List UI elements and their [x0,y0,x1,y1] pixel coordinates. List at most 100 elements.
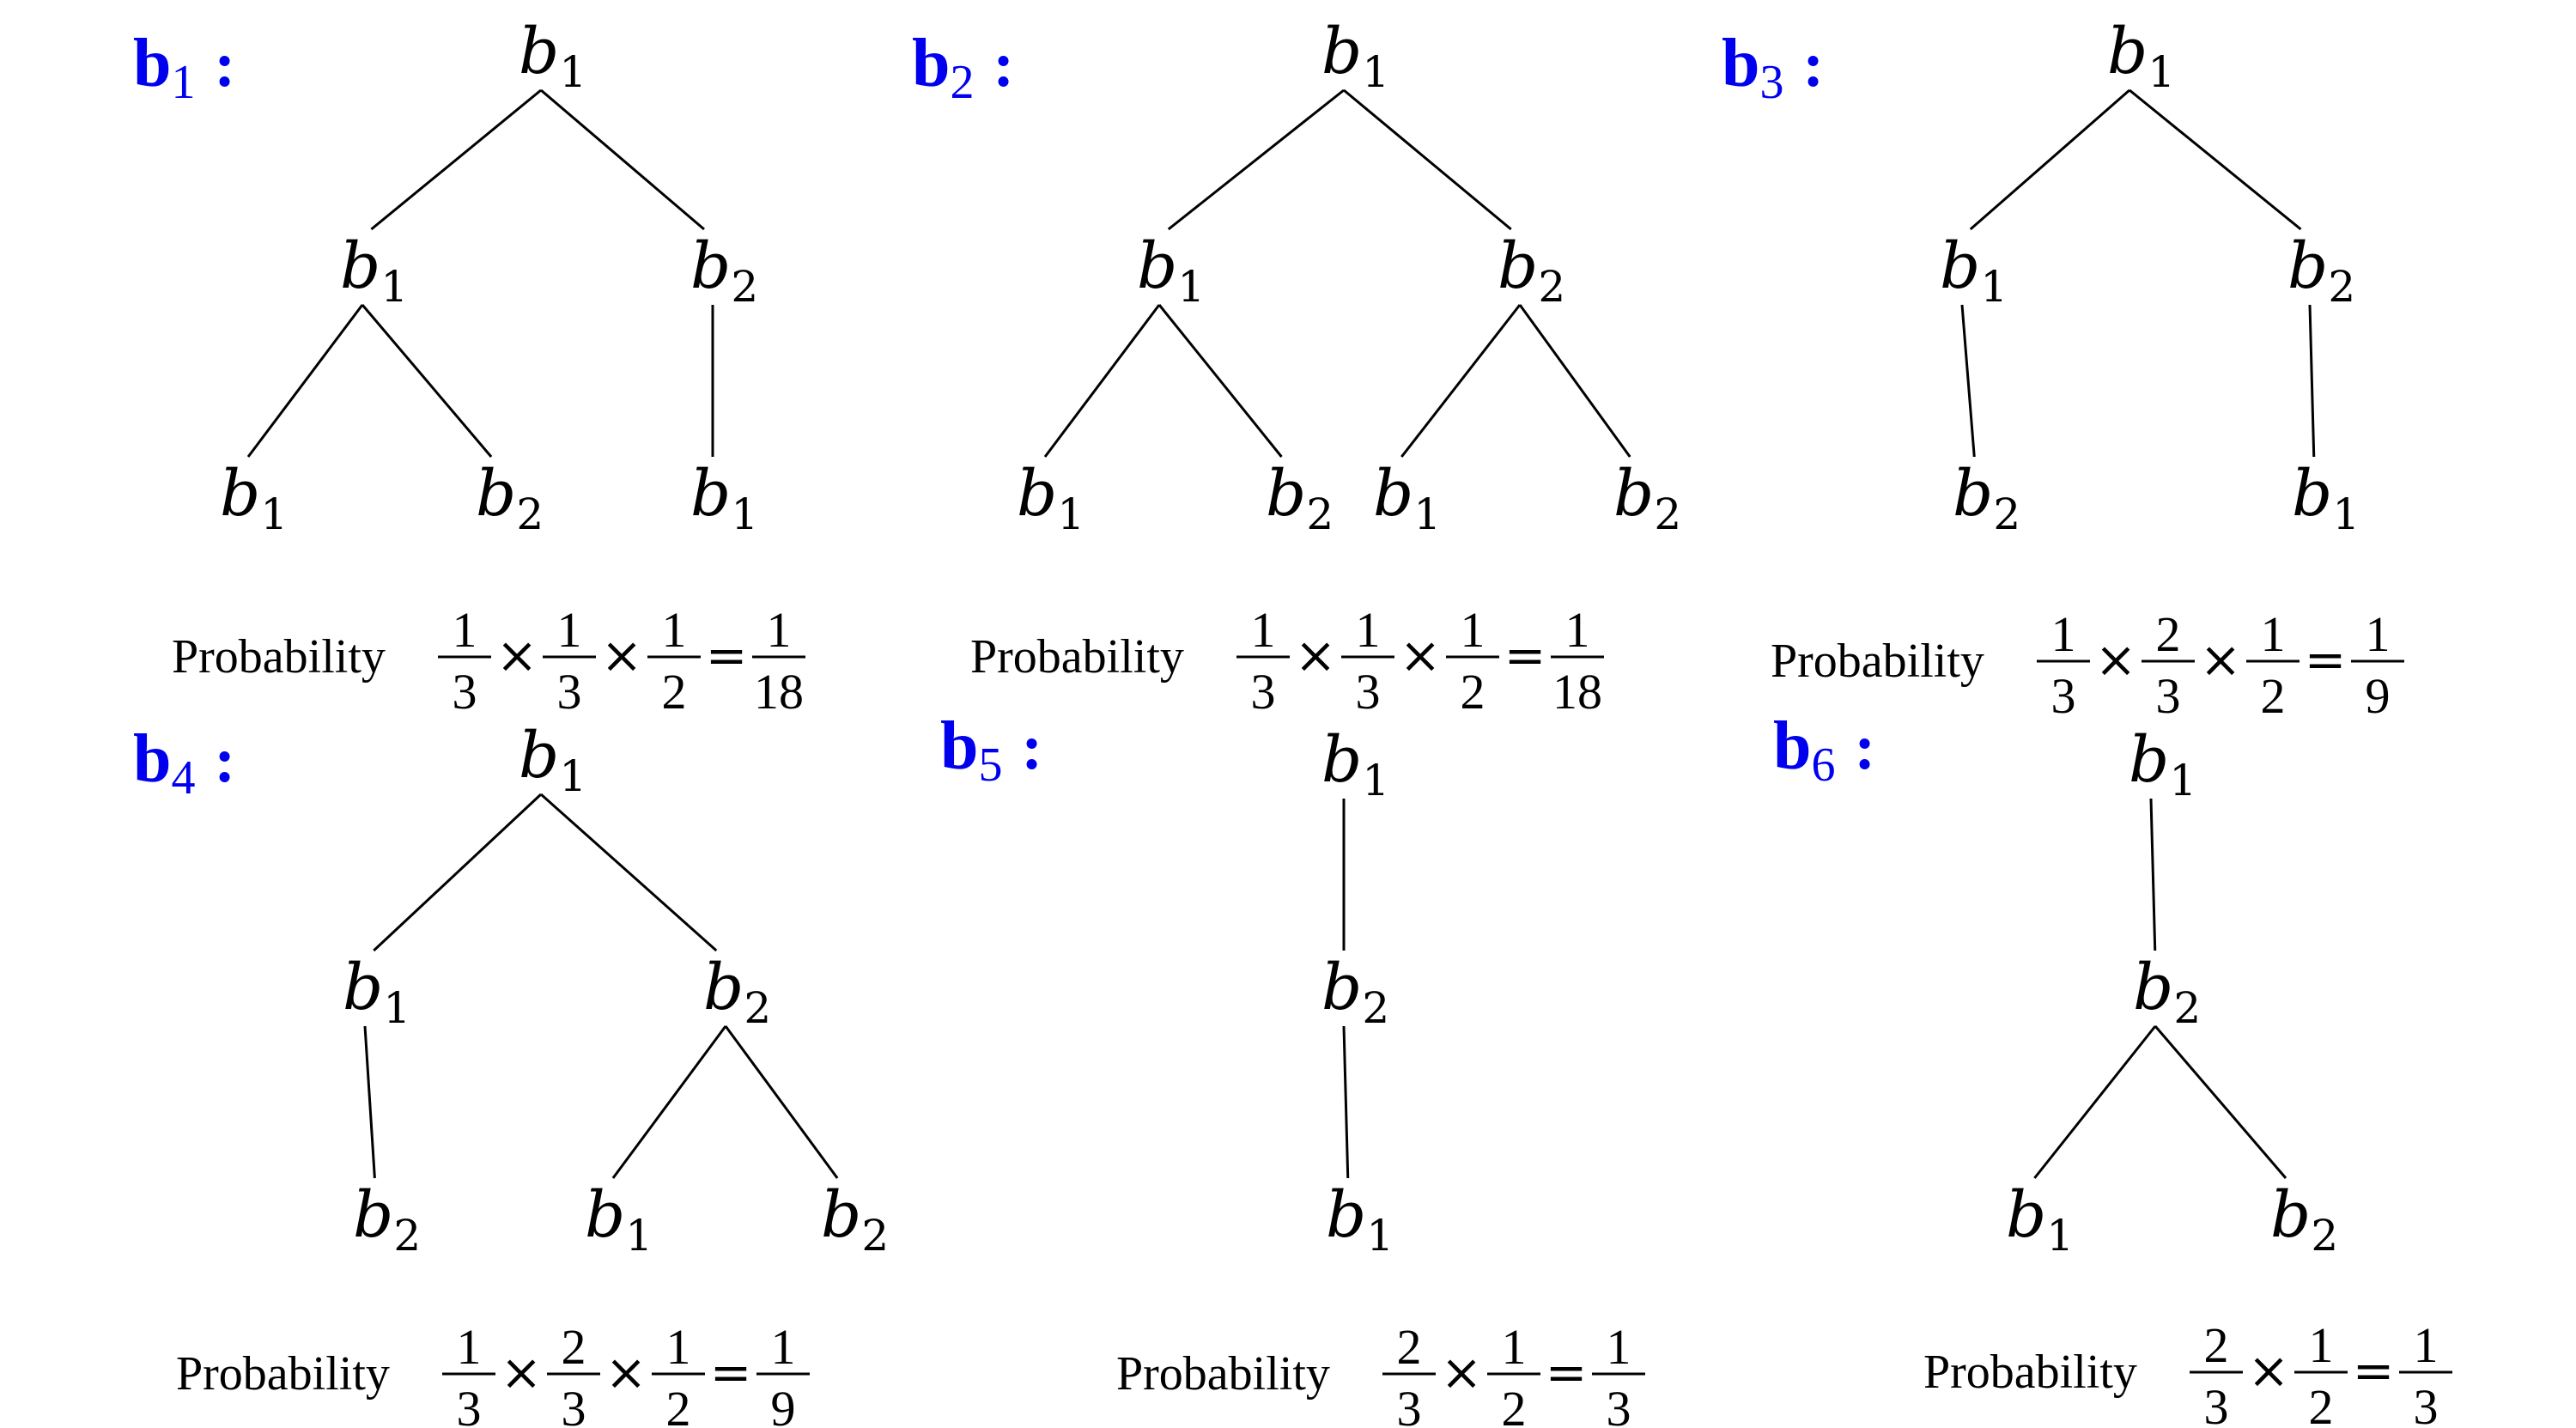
tree-label: b2: [912,26,1014,109]
fraction-denominator: 2 [1461,664,1485,720]
fraction-numerator: 1 [557,602,582,658]
fraction-denominator: 3 [557,664,582,720]
probability-factor: 23 [547,1319,600,1428]
tree-edge [2129,88,2302,231]
times-sign: × [501,1343,543,1401]
node-symbol: b [2107,15,2148,88]
fraction-numerator: 1 [2051,606,2076,662]
times-sign: × [1441,1343,1483,1401]
node-index: 1 [559,47,586,97]
probability-factor: 13 [438,602,491,720]
node-symbol: b [2292,457,2332,531]
fraction-numerator: 1 [767,602,792,658]
node-index: 1 [731,489,758,539]
tree-edge [2149,798,2157,951]
node-index: 2 [1362,983,1389,1033]
tree-node: b1 [690,457,758,539]
times-sign: × [2095,630,2137,689]
tree-edge [611,1025,727,1179]
tree-node: b2 [703,951,771,1033]
node-index: 1 [1413,489,1441,539]
node-index: 1 [2046,1211,2074,1261]
tree-label: b3: [1722,26,1824,109]
node-index: 1 [1366,1211,1394,1261]
tree-node: b1 [1017,457,1084,539]
node-symbol: b [2133,951,2173,1024]
tree-node: b2 [1613,457,1681,539]
node-index: 2 [2173,983,2201,1033]
node-index: 2 [731,262,758,312]
fraction-numerator: 1 [1607,1319,1631,1375]
tree-label: b6: [1773,708,1875,792]
node-index: 2 [2328,262,2355,312]
node-index: 2 [1654,489,1681,539]
times-sign: × [1400,626,1442,684]
tree-label-index: 6 [1812,738,1836,792]
fraction-numerator: 1 [1502,1319,1527,1375]
tree-edge [373,793,543,952]
tree-edge [370,88,542,231]
node-symbol: b [519,719,559,793]
tree-node: b2 [353,1178,421,1261]
node-symbol: b [1373,457,1413,531]
node-symbol: b [703,951,744,1024]
tree-edge [1960,304,1976,458]
tree-node: b2 [2287,229,2355,312]
fraction-denominator: 3 [1356,664,1381,720]
fraction-denominator: 3 [562,1381,586,1428]
tree-edge [2033,1025,2157,1179]
node-symbol: b [821,1178,861,1252]
node-symbol: b [1326,1178,1366,1252]
node-index: 1 [383,983,410,1033]
fraction-numerator: 1 [666,1319,691,1375]
node-symbol: b [1266,457,1306,531]
fraction-denominator: 9 [2366,668,2391,724]
node-symbol: b [340,229,380,303]
tree-edge [361,304,493,458]
tree-node: b1 [519,719,586,801]
node-symbol: b [519,15,559,88]
probability-factor: 12 [1487,1319,1540,1428]
tree-node: b1 [220,457,288,539]
tree-node: b1 [2292,457,2360,539]
tree-label: b4: [133,721,235,805]
tree-node: b1 [519,15,586,97]
node-index: 1 [625,1211,653,1261]
probability-word: Probability [1116,1347,1330,1401]
tree-label-colon: : [1803,30,1825,100]
times-sign: × [2248,1341,2290,1400]
node-symbol: b [2287,229,2328,303]
tree-node: b1 [2006,1178,2074,1261]
node-symbol: b [476,457,516,531]
fraction-denominator: 9 [771,1381,796,1428]
fraction-numerator: 1 [2309,1317,2334,1373]
probability-factor: 23 [1382,1319,1436,1428]
node-index: 2 [393,1211,421,1261]
probability-result: 13 [1592,1319,1645,1428]
fraction-denominator: 3 [1607,1381,1631,1428]
tree-node: b2 [690,229,758,312]
node-symbol: b [2129,723,2169,797]
node-symbol: b [585,1178,625,1252]
node-symbol: b [1137,229,1177,303]
fraction-numerator: 1 [2414,1317,2439,1373]
node-symbol: b [1613,457,1654,531]
tree-node: b2 [1321,951,1389,1033]
node-index: 2 [2311,1211,2338,1261]
probability-factor: 12 [2246,606,2300,724]
times-sign: × [601,626,643,684]
tree-node: b1 [340,229,408,312]
equals-sign: = [1546,1343,1588,1401]
node-symbol: b [343,951,383,1024]
tree-node: b2 [821,1178,889,1261]
node-symbol: b [1498,229,1538,303]
fraction-denominator: 2 [2261,668,2286,724]
node-symbol: b [1953,457,1993,531]
node-index: 1 [1057,489,1084,539]
probability-factor: 13 [442,1319,495,1428]
tree-node: b1 [343,951,410,1033]
